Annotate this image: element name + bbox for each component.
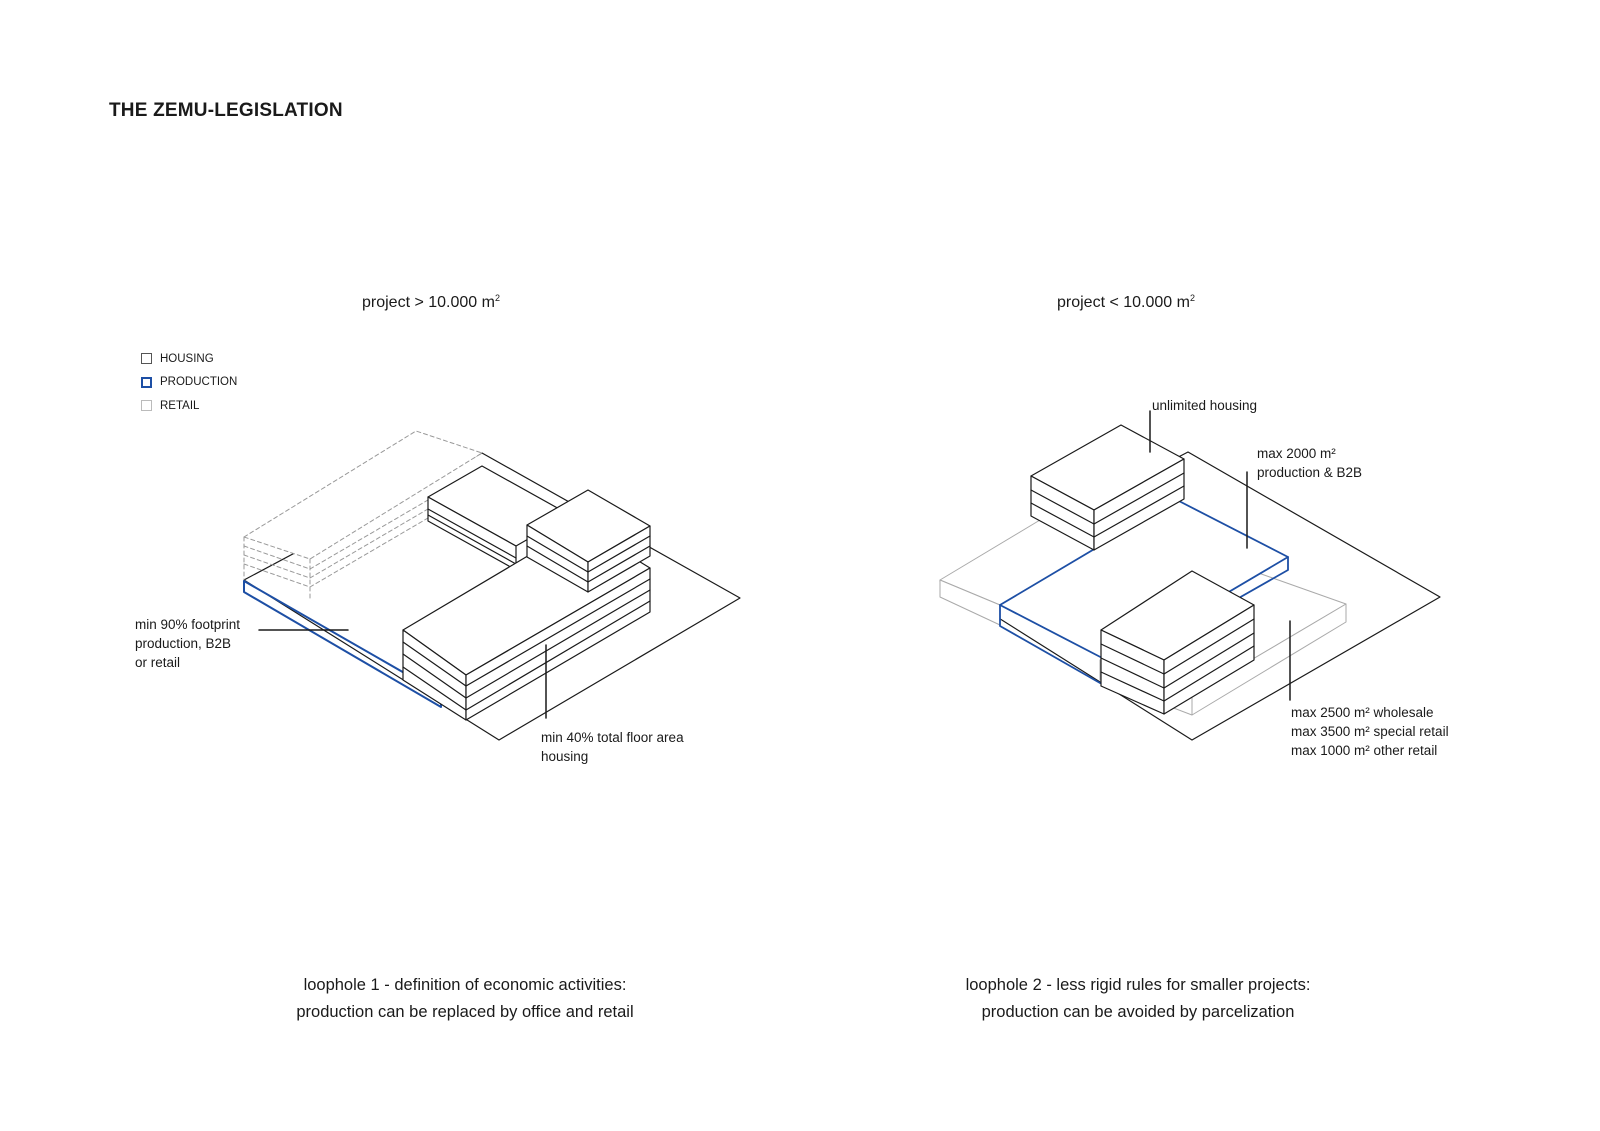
legend-label-retail: RETAIL (160, 399, 200, 412)
right-tower-front (1100, 570, 1255, 715)
project-label-large-text: project > 10.000 m (362, 294, 495, 311)
left-production-footprint (243, 580, 442, 708)
retail-swatch-icon (141, 400, 152, 412)
left-diagram (243, 430, 741, 741)
superscript-2: 2 (1189, 293, 1195, 303)
annotation-retail: max 2500 m² wholesale max 3500 m² specia… (1291, 703, 1449, 760)
caption-loophole-2: loophole 2 - less rigid rules for smalle… (878, 972, 1398, 1026)
project-label-small-text: project < 10.000 m (1057, 294, 1190, 311)
annotation-production-line2: production & B2B (1257, 465, 1363, 480)
superscript-2: 2 (494, 293, 500, 303)
right-tower-back (1030, 424, 1185, 551)
annotation-footprint: min 90% footprint production, B2B or ret… (135, 617, 241, 670)
legend-label-production: PRODUCTION (160, 376, 238, 389)
right-diagram (939, 410, 1441, 741)
annotation-retail-line3: max 1000 m² other retail (1291, 743, 1438, 758)
caption-loophole-2-line1: loophole 2 - less rigid rules for smalle… (965, 976, 1311, 994)
legend-item-retail: RETAIL (141, 394, 237, 418)
left-dashed-volume (243, 430, 483, 601)
caption-loophole-1: loophole 1 - definition of economic acti… (205, 972, 725, 1026)
legend-label-housing: HOUSING (160, 352, 214, 365)
caption-loophole-2-line2: production can be avoided by parcelizati… (981, 1003, 1295, 1021)
legend: HOUSING PRODUCTION RETAIL (141, 347, 237, 418)
left-tower-front (526, 489, 651, 593)
caption-loophole-1-line1: loophole 1 - definition of economic acti… (303, 976, 627, 994)
project-label-large: project > 10.000 m2 (362, 293, 500, 312)
legend-item-production: PRODUCTION (141, 371, 237, 395)
caption-loophole-1-line2: production can be replaced by office and… (296, 1003, 634, 1021)
annotation-unlimited-housing: unlimited housing (1152, 398, 1258, 413)
annotation-production: max 2000 m² production & B2B (1257, 444, 1362, 482)
annotation-floor-area: min 40% total floor area housing (541, 730, 684, 764)
annotation-retail-line1: max 2500 m² wholesale (1291, 705, 1434, 720)
page-title: THE ZEMU-LEGISLATION (109, 100, 343, 121)
legend-item-housing: HOUSING (141, 347, 237, 371)
annotation-production-line1: max 2000 m² (1257, 446, 1336, 461)
housing-swatch-icon (141, 353, 152, 365)
project-label-small: project < 10.000 m2 (1057, 293, 1195, 312)
production-swatch-icon (141, 376, 152, 388)
annotation-retail-line2: max 3500 m² special retail (1291, 724, 1449, 739)
